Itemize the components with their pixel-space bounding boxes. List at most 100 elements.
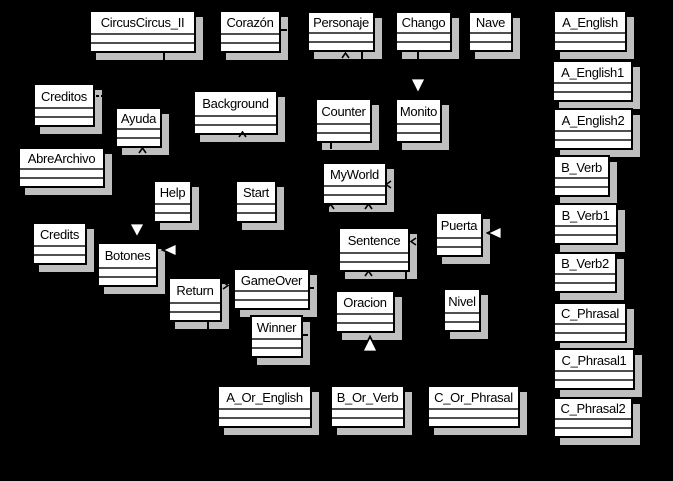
class-name: Credits bbox=[39, 227, 80, 242]
class-name: Counter bbox=[321, 104, 366, 119]
class-box-help[interactable]: Help bbox=[153, 180, 192, 223]
class-name: A_Or_English bbox=[226, 390, 303, 405]
attributes-compartment bbox=[195, 115, 276, 124]
class-box-a_or_english[interactable]: A_Or_English bbox=[217, 385, 312, 428]
class-name: GameOver bbox=[240, 272, 303, 288]
attributes-compartment bbox=[324, 185, 385, 194]
class-box-a_english1[interactable]: A_English1 bbox=[552, 60, 633, 102]
class-name: Nave bbox=[475, 15, 506, 30]
class-name: Monito bbox=[399, 104, 438, 119]
class-box-c_phrasal[interactable]: C_Phrasal bbox=[553, 302, 627, 343]
class-box-corazón[interactable]: Corazón bbox=[219, 10, 281, 53]
class-box-nave[interactable]: Nave bbox=[468, 11, 513, 52]
attributes-compartment bbox=[237, 203, 275, 212]
class-name: Oracion bbox=[343, 295, 387, 310]
arrowhead-icon bbox=[326, 202, 335, 210]
methods-compartment bbox=[155, 212, 190, 221]
attributes-compartment bbox=[219, 408, 310, 417]
class-box-botones[interactable]: Botones bbox=[97, 242, 158, 287]
class-box-background[interactable]: Background bbox=[193, 90, 278, 135]
class-box-b_verb1[interactable]: B_Verb1 bbox=[553, 203, 618, 245]
inheritance-triangle-icon bbox=[160, 242, 178, 258]
class-name: B_Or_Verb bbox=[336, 390, 399, 405]
methods-compartment bbox=[317, 132, 370, 141]
attributes-compartment bbox=[155, 203, 190, 212]
class-box-start[interactable]: Start bbox=[235, 180, 277, 223]
methods-compartment bbox=[99, 276, 156, 285]
class-box-chango[interactable]: Chango bbox=[395, 11, 452, 52]
class-name: C_Or_Phrasal bbox=[434, 390, 513, 405]
class-name: B_Verb bbox=[561, 159, 602, 175]
attributes-compartment bbox=[91, 33, 194, 42]
class-box-a_english[interactable]: A_English bbox=[553, 10, 627, 52]
class-name: CircusCircus_II bbox=[100, 15, 185, 30]
class-box-b_or_verb[interactable]: B_Or_Verb bbox=[330, 385, 405, 428]
attributes-compartment bbox=[332, 408, 403, 417]
class-name: Sentence bbox=[347, 233, 401, 248]
attributes-compartment bbox=[117, 128, 160, 137]
class-box-abrearchivo[interactable]: AbreArchivo bbox=[18, 147, 105, 188]
methods-compartment bbox=[237, 212, 275, 221]
class-box-b_verb[interactable]: B_Verb bbox=[553, 155, 610, 197]
connector-stub bbox=[207, 322, 209, 329]
class-box-myworld[interactable]: MyWorld bbox=[322, 162, 387, 205]
class-box-oracion[interactable]: Oracion bbox=[335, 290, 395, 333]
class-box-sentence[interactable]: Sentence bbox=[338, 227, 410, 272]
class-box-circuscircus_ii[interactable]: CircusCircus_II bbox=[89, 10, 196, 53]
class-box-creditos[interactable]: Creditos bbox=[33, 83, 95, 127]
class-box-winner[interactable]: Winner bbox=[250, 315, 303, 358]
class-name: Nivel bbox=[448, 293, 476, 309]
class-box-credits[interactable]: Credits bbox=[32, 222, 87, 265]
methods-compartment bbox=[91, 42, 194, 51]
attributes-compartment bbox=[554, 82, 631, 91]
class-box-c_phrasal2[interactable]: C_Phrasal2 bbox=[553, 397, 633, 438]
inheritance-triangle-icon bbox=[361, 334, 379, 353]
class-name: Corazón bbox=[226, 15, 274, 30]
class-box-return[interactable]: Return bbox=[168, 277, 222, 322]
class-name: B_Verb2 bbox=[561, 256, 609, 271]
attributes-compartment bbox=[20, 168, 103, 177]
methods-compartment bbox=[555, 41, 625, 50]
attributes-compartment bbox=[555, 323, 625, 332]
class-box-b_verb2[interactable]: B_Verb2 bbox=[553, 252, 617, 293]
attributes-compartment bbox=[555, 130, 631, 139]
attributes-compartment bbox=[317, 123, 370, 132]
attributes-compartment bbox=[555, 418, 631, 427]
methods-compartment bbox=[34, 254, 85, 263]
methods-compartment bbox=[554, 91, 631, 100]
class-box-puerta[interactable]: Puerta bbox=[435, 212, 483, 257]
class-box-personaje[interactable]: Personaje bbox=[307, 11, 375, 52]
methods-compartment bbox=[445, 321, 479, 330]
class-name: A_English2 bbox=[561, 112, 625, 128]
attributes-compartment bbox=[170, 302, 220, 311]
class-box-c_or_phrasal[interactable]: C_Or_Phrasal bbox=[427, 385, 520, 428]
class-name: Creditos bbox=[40, 88, 87, 104]
connector-stub bbox=[361, 52, 363, 59]
class-box-a_english2[interactable]: A_English2 bbox=[553, 108, 633, 150]
class-name: Personaje bbox=[313, 15, 369, 30]
methods-compartment bbox=[252, 347, 301, 356]
class-box-counter[interactable]: Counter bbox=[315, 98, 372, 143]
methods-compartment bbox=[235, 299, 308, 308]
class-box-ayuda[interactable]: Ayuda bbox=[115, 107, 162, 148]
methods-compartment bbox=[309, 41, 373, 50]
class-box-nivel[interactable]: Nivel bbox=[443, 288, 481, 332]
methods-compartment bbox=[429, 417, 518, 426]
class-name: Background bbox=[202, 96, 269, 111]
class-box-gameover[interactable]: GameOver bbox=[233, 268, 310, 310]
class-box-monito[interactable]: Monito bbox=[395, 98, 442, 143]
attributes-compartment bbox=[221, 33, 279, 42]
connector-stub bbox=[101, 95, 104, 97]
methods-compartment bbox=[221, 42, 279, 51]
methods-compartment bbox=[555, 332, 625, 341]
connector-stub bbox=[417, 52, 419, 61]
class-name: Puerta bbox=[440, 218, 478, 233]
attributes-compartment bbox=[34, 245, 85, 254]
methods-compartment bbox=[170, 311, 220, 320]
class-box-c_phrasal1[interactable]: C_Phrasal1 bbox=[553, 348, 635, 390]
methods-compartment bbox=[20, 177, 103, 186]
connector-stub bbox=[163, 53, 165, 62]
class-name: Winner bbox=[256, 320, 297, 335]
attributes-compartment bbox=[235, 290, 308, 299]
